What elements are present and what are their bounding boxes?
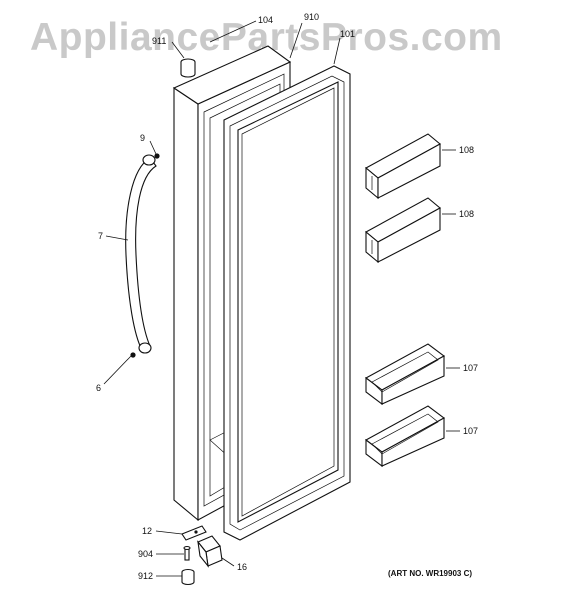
callout-9: 9 xyxy=(140,133,145,143)
callout-107-upper: 107 xyxy=(463,363,478,373)
screw-part-9 xyxy=(154,153,160,159)
cap-part-911 xyxy=(180,58,196,78)
art-number: (ART NO. WR19903 C) xyxy=(388,569,472,578)
door-bin-107-upper xyxy=(364,343,446,406)
bushing-part-912 xyxy=(181,568,195,586)
pin-part-904 xyxy=(183,545,191,561)
hinge-plate-part-12 xyxy=(181,525,207,541)
door-bin-108-upper xyxy=(365,133,441,200)
callout-labels: 104 910 911 101 9 7 6 108 108 107 107 12… xyxy=(96,12,478,581)
callout-12: 12 xyxy=(142,526,152,536)
door-gasket xyxy=(223,65,351,541)
callout-108-upper: 108 xyxy=(459,145,474,155)
screw-part-6 xyxy=(130,352,136,358)
door-bin-107-lower xyxy=(364,405,446,468)
hinge-bracket-part-16 xyxy=(197,535,223,568)
callout-7: 7 xyxy=(98,231,103,241)
callout-104: 104 xyxy=(258,15,273,25)
callout-910: 910 xyxy=(304,12,319,22)
callout-911: 911 xyxy=(152,36,166,46)
callout-108-lower: 108 xyxy=(459,209,474,219)
door-handle xyxy=(125,154,157,354)
callout-101: 101 xyxy=(340,29,355,39)
callout-16: 16 xyxy=(237,562,247,572)
callout-leaders xyxy=(103,20,460,577)
callout-6: 6 xyxy=(96,383,101,393)
callout-904: 904 xyxy=(138,549,153,559)
door-bin-108-lower xyxy=(365,197,441,264)
callout-912: 912 xyxy=(138,571,153,581)
callout-107-lower: 107 xyxy=(463,426,478,436)
